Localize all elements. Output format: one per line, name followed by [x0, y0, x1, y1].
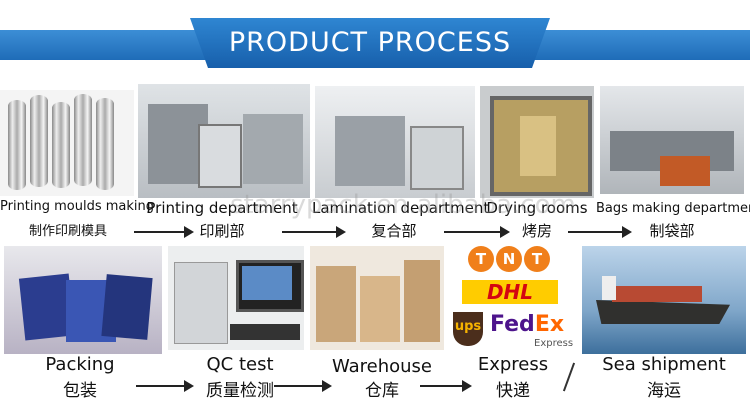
arrow-right-icon [274, 380, 332, 392]
step-label-packing-cn: 包装 [63, 381, 97, 401]
arrow-right-icon [568, 226, 632, 238]
dhl-logo: DHL [462, 280, 558, 304]
fedex-logo: FedEx Express [490, 312, 580, 349]
header-banner: PRODUCT PROCESS [190, 18, 550, 68]
watermark: starrypack.en.alibaba.com [230, 190, 576, 220]
step-label-packing: Packing [45, 354, 115, 375]
step-label-bags-making-department-cn: 制袋部 [649, 222, 695, 240]
step-label-qc-test-cn: 质量检测 [206, 381, 274, 401]
photo-sea-shipment [582, 246, 746, 354]
arrow-right-icon [444, 226, 510, 238]
step-label-lamination-department: Lamination department [312, 199, 490, 217]
tnt-logo-letter: T [468, 246, 494, 272]
step-label-lamination-department-cn: 复合部 [371, 222, 417, 240]
arrow-right-icon [136, 380, 194, 392]
photo-drying-rooms [480, 86, 594, 198]
step-label-drying-rooms-cn: 烤房 [521, 222, 552, 240]
tnt-logo-letter: T [524, 246, 550, 272]
step-label-printing-moulds-cn: 制作印刷模具 [28, 224, 107, 239]
divider-slash [562, 362, 576, 392]
photo-lamination-department [315, 86, 475, 198]
tnt-logo: T N T [468, 246, 552, 274]
fedex-logo-sub: Express [534, 338, 574, 349]
photo-qc-test [168, 246, 304, 350]
step-label-printing-moulds: Printing moulds making [0, 199, 155, 214]
photo-printing-moulds [0, 90, 134, 196]
fedex-logo-fed: Fed [490, 312, 535, 337]
arrow-right-icon [134, 226, 194, 238]
step-label-drying-rooms: Drying rooms [486, 199, 588, 217]
ups-logo: ups [453, 312, 483, 346]
dhl-logo-text: DHL [486, 280, 534, 304]
fedex-logo-ex: Ex [534, 312, 565, 337]
step-label-qc-test: QC test [206, 354, 274, 375]
ups-logo-text: ups [454, 319, 482, 334]
tnt-logo-letter: N [496, 246, 522, 272]
photo-bags-making-department [600, 86, 744, 194]
step-label-warehouse: Warehouse [331, 356, 433, 377]
step-label-sea-shipment-cn: 海运 [647, 381, 681, 401]
step-label-express: Express [477, 354, 549, 375]
photo-printing-department [138, 84, 310, 198]
step-label-warehouse-cn: 仓库 [365, 381, 399, 401]
arrow-right-icon [282, 226, 346, 238]
step-label-express-cn: 快递 [496, 381, 530, 401]
arrow-right-icon [420, 380, 472, 392]
page-title: PRODUCT PROCESS [228, 27, 512, 58]
step-label-printing-department: Printing department [146, 199, 298, 217]
step-label-sea-shipment: Sea shipment [602, 354, 726, 375]
step-label-bags-making-department: Bags making department [596, 201, 750, 216]
photo-warehouse [310, 246, 444, 350]
photo-packing [4, 246, 162, 354]
step-label-printing-department-cn: 印刷部 [199, 222, 245, 240]
